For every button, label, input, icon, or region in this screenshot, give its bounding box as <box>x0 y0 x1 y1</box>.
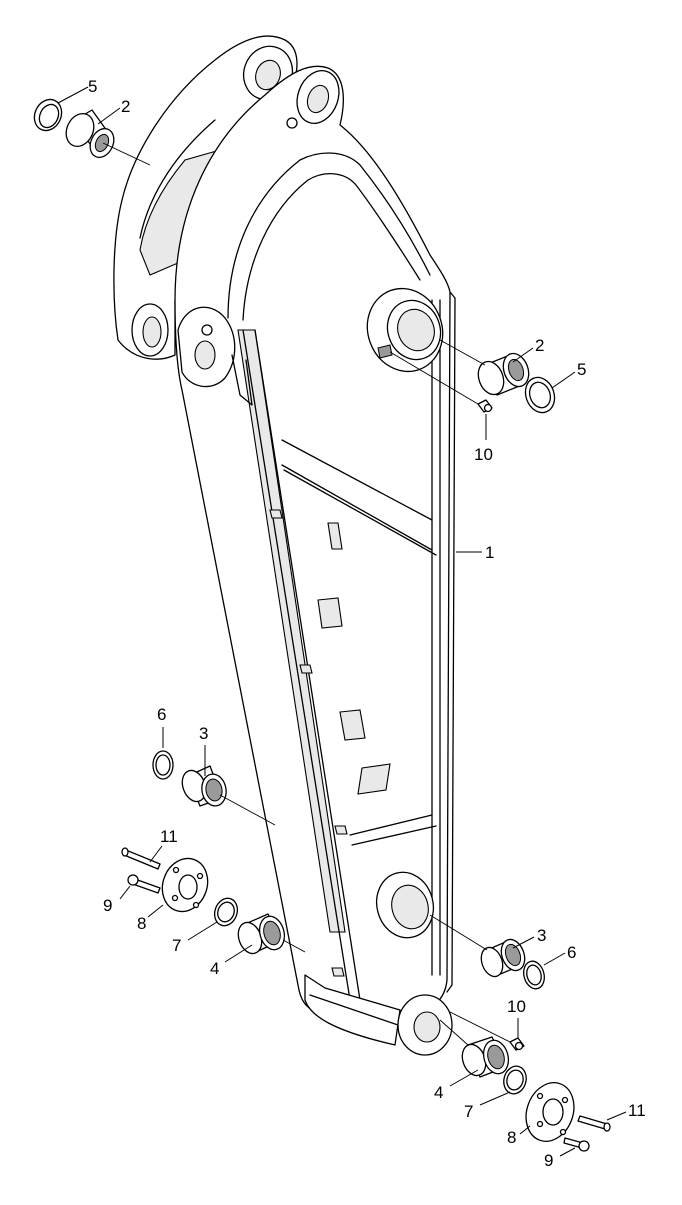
callout-1: 1 <box>485 543 494 562</box>
part-4-right <box>461 1036 510 1078</box>
part-9-left <box>127 874 161 894</box>
part-5-right <box>524 376 556 414</box>
part-2-top <box>65 109 115 159</box>
callout-3-right: 3 <box>537 926 546 945</box>
part-9-right <box>563 1137 590 1152</box>
callout-10-lower: 10 <box>507 997 526 1016</box>
part-6-left <box>152 750 174 780</box>
leader-lines <box>57 86 627 1157</box>
callout-7-right: 7 <box>464 1102 473 1121</box>
part-7-left <box>213 897 239 927</box>
callout-6-left: 6 <box>157 705 166 724</box>
part-3-left <box>181 765 227 807</box>
callout-9-left: 9 <box>103 896 112 915</box>
callout-5-top: 5 <box>88 77 97 96</box>
part-8-right <box>525 1082 575 1142</box>
callout-6-right: 6 <box>567 943 576 962</box>
callout-8-right: 8 <box>507 1128 516 1147</box>
part-4-left <box>237 913 286 955</box>
part-11-right <box>577 1115 611 1132</box>
callout-7-left: 7 <box>172 936 181 955</box>
arm-body <box>113 35 456 1056</box>
callout-3-left: 3 <box>199 724 208 743</box>
part-6-right <box>523 960 545 990</box>
part-11-left <box>121 847 161 870</box>
part-7-right <box>503 1065 527 1095</box>
callout-8-left: 8 <box>137 914 146 933</box>
callout-11-left: 11 <box>160 827 178 846</box>
callout-2-top: 2 <box>121 97 130 116</box>
part-2-right <box>477 352 530 396</box>
part-10-upper <box>477 399 493 413</box>
callout-4-left: 4 <box>210 959 219 978</box>
part-3-right <box>480 938 526 978</box>
callout-4-right: 4 <box>434 1083 443 1102</box>
callout-labels: 5 2 2 5 10 1 6 3 11 9 8 7 4 3 6 10 4 7 8… <box>88 77 646 1170</box>
callout-5-right: 5 <box>577 360 586 379</box>
callout-11-right: 11 <box>628 1101 646 1120</box>
axis-lines <box>102 142 511 1046</box>
callout-2-right: 2 <box>535 336 544 355</box>
callout-9-right: 9 <box>544 1151 553 1170</box>
part-10-lower <box>509 1037 525 1051</box>
callout-10-upper: 10 <box>474 445 493 464</box>
part-5-top <box>33 98 63 132</box>
part-8-left <box>161 857 209 913</box>
